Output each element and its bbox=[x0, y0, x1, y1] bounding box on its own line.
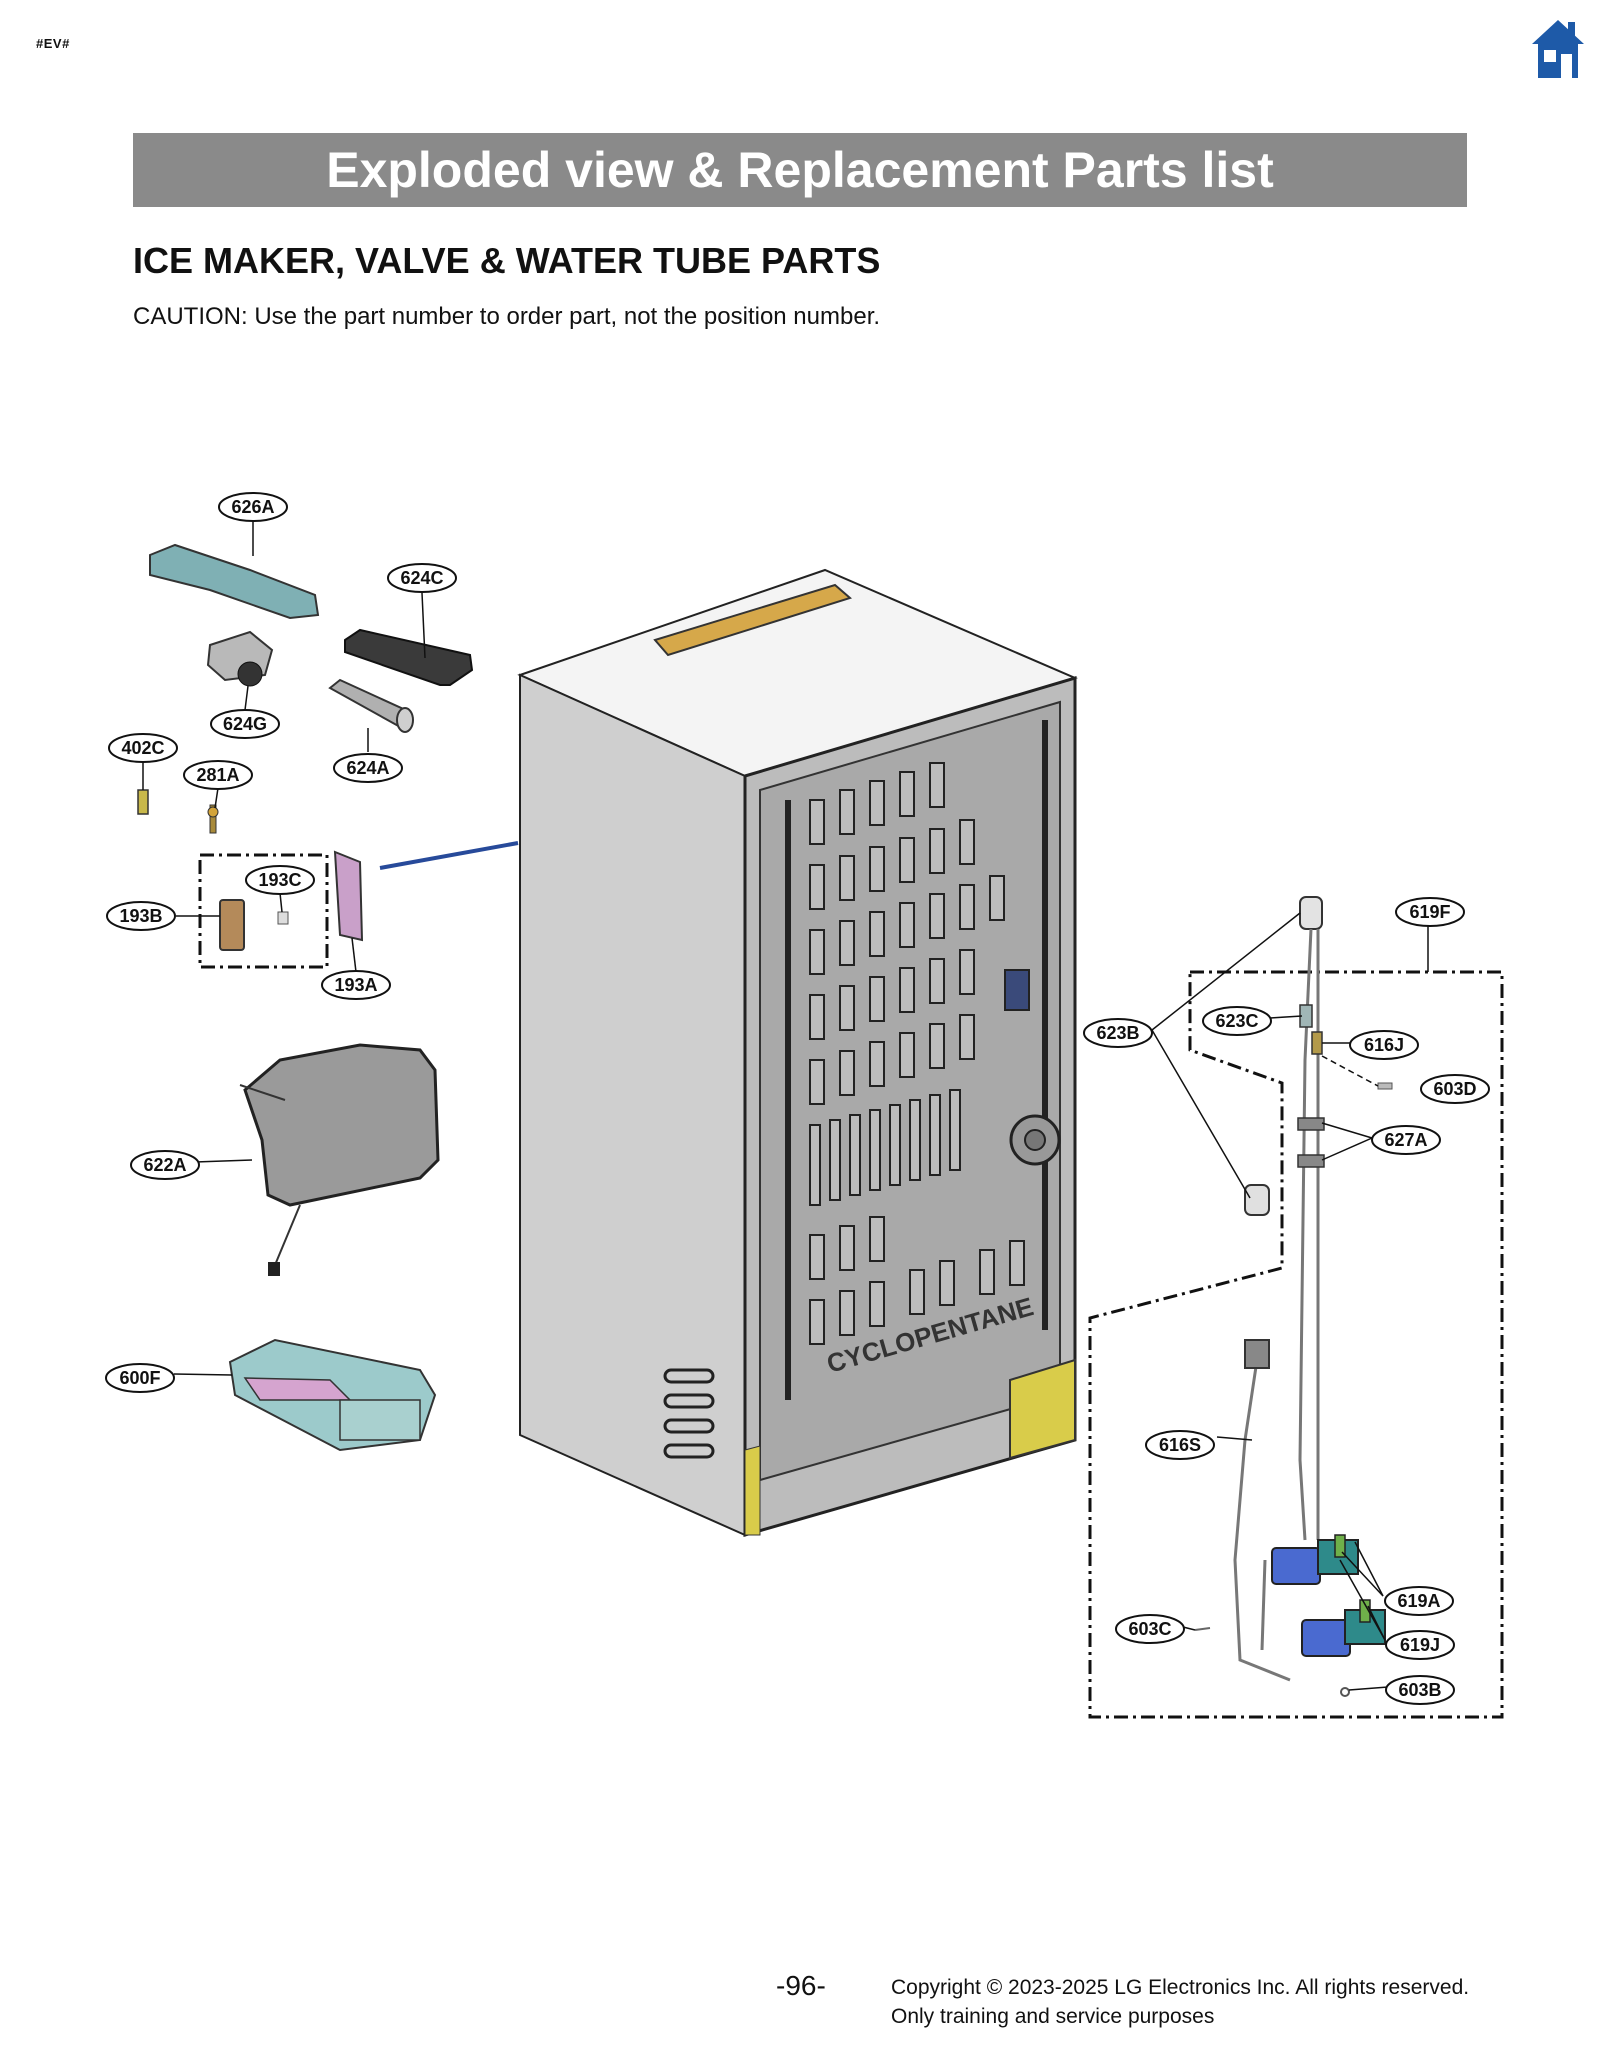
part-193B bbox=[219, 899, 245, 951]
callout-label: 616S bbox=[1159, 1435, 1201, 1455]
callout-619A: 619A bbox=[1384, 1586, 1454, 1616]
callout-402C: 402C bbox=[108, 733, 178, 763]
callout-label: 624G bbox=[223, 714, 267, 734]
callout-label: 624C bbox=[400, 568, 443, 588]
callout-626A: 626A bbox=[218, 492, 288, 522]
part-616J-connector bbox=[1311, 1031, 1323, 1055]
callout-622A: 622A bbox=[130, 1150, 200, 1180]
callout-619F: 619F bbox=[1395, 897, 1465, 927]
callout-619J: 619J bbox=[1385, 1630, 1455, 1660]
callout-193C: 193C bbox=[245, 865, 315, 895]
callout-label: 623B bbox=[1096, 1023, 1139, 1043]
part-619J-valve bbox=[1301, 1599, 1386, 1657]
callout-label: 619J bbox=[1400, 1635, 1440, 1655]
callout-label: 619A bbox=[1397, 1591, 1440, 1611]
callout-627A: 627A bbox=[1371, 1125, 1441, 1155]
callout-label: 193B bbox=[119, 906, 162, 926]
callout-label: 603B bbox=[1398, 1680, 1441, 1700]
part-600F-tray bbox=[228, 1338, 437, 1452]
part-619A-valve bbox=[1271, 1534, 1359, 1585]
callout-label: 603C bbox=[1128, 1619, 1171, 1639]
part-402C bbox=[137, 789, 149, 815]
callout-603B: 603B bbox=[1385, 1675, 1455, 1705]
callout-193A: 193A bbox=[321, 970, 391, 1000]
title-banner: Exploded view & Replacement Parts list bbox=[133, 133, 1467, 207]
callout-label: 619F bbox=[1409, 902, 1450, 922]
part-193C bbox=[277, 911, 289, 925]
part-193-group-box bbox=[198, 853, 329, 969]
part-627A-clamp-1 bbox=[1297, 1117, 1325, 1131]
part-193A bbox=[333, 850, 364, 942]
callout-603C: 603C bbox=[1115, 1614, 1185, 1644]
callout-193B: 193B bbox=[106, 901, 176, 931]
part-626A-bracket bbox=[149, 543, 320, 620]
callout-281A: 281A bbox=[183, 760, 253, 790]
callout-600F: 600F bbox=[105, 1363, 175, 1393]
part-603D-clip bbox=[1377, 1082, 1393, 1090]
part-616S-bracket bbox=[1244, 1339, 1270, 1369]
callout-603D: 603D bbox=[1420, 1074, 1490, 1104]
section-title: ICE MAKER, VALVE & WATER TUBE PARTS bbox=[133, 240, 881, 281]
document-tag: #EV# bbox=[36, 36, 70, 51]
callout-label: 622A bbox=[143, 1155, 186, 1175]
callout-label: 281A bbox=[196, 765, 239, 785]
page-number: -96- bbox=[776, 1970, 826, 2001]
banner-title: Exploded view & Replacement Parts list bbox=[326, 142, 1274, 198]
callout-label: 402C bbox=[121, 738, 164, 758]
callout-label: 193A bbox=[334, 975, 377, 995]
valve-group-box bbox=[1088, 970, 1504, 1719]
home-icon[interactable] bbox=[1530, 18, 1586, 80]
part-619F-fitting bbox=[1299, 896, 1323, 930]
callout-label: 623C bbox=[1215, 1011, 1258, 1031]
callout-label: 627A bbox=[1384, 1130, 1427, 1150]
callout-624G: 624G bbox=[210, 709, 280, 739]
callout-label: 193C bbox=[258, 870, 301, 890]
refrigerator-cabinet: CYCLOPENTANE bbox=[379, 568, 1078, 1537]
copyright-notice: Copyright © 2023-2025 LG Electronics Inc… bbox=[891, 1973, 1469, 2031]
part-627A-clamp-2 bbox=[1297, 1154, 1325, 1168]
callout-616S: 616S bbox=[1145, 1430, 1215, 1460]
callout-623B: 623B bbox=[1083, 1018, 1153, 1048]
part-603B-ring bbox=[1340, 1687, 1350, 1697]
callout-616J: 616J bbox=[1349, 1030, 1419, 1060]
callout-label: 626A bbox=[231, 497, 274, 517]
part-281A bbox=[207, 804, 219, 834]
caution-note: CAUTION: Use the part number to order pa… bbox=[133, 303, 881, 330]
part-624A-cylinder bbox=[328, 678, 414, 733]
part-603C-clip bbox=[1194, 1627, 1211, 1631]
copyright-line-1: Copyright © 2023-2025 LG Electronics Inc… bbox=[891, 1976, 1470, 1999]
callout-624C: 624C bbox=[387, 563, 457, 593]
callout-label: 603D bbox=[1433, 1079, 1476, 1099]
part-623B-fitting bbox=[1244, 1184, 1270, 1216]
callout-label: 616J bbox=[1364, 1035, 1404, 1055]
callout-623C: 623C bbox=[1202, 1006, 1272, 1036]
callout-label: 600F bbox=[119, 1368, 160, 1388]
part-624C-cover bbox=[344, 628, 474, 686]
part-622A-ice-maker bbox=[239, 1043, 440, 1276]
part-624G-motor bbox=[206, 630, 274, 687]
callout-label: 624A bbox=[346, 758, 389, 778]
copyright-line-2: Only training and service purposes bbox=[891, 2005, 1215, 2028]
callout-624A: 624A bbox=[333, 753, 403, 783]
